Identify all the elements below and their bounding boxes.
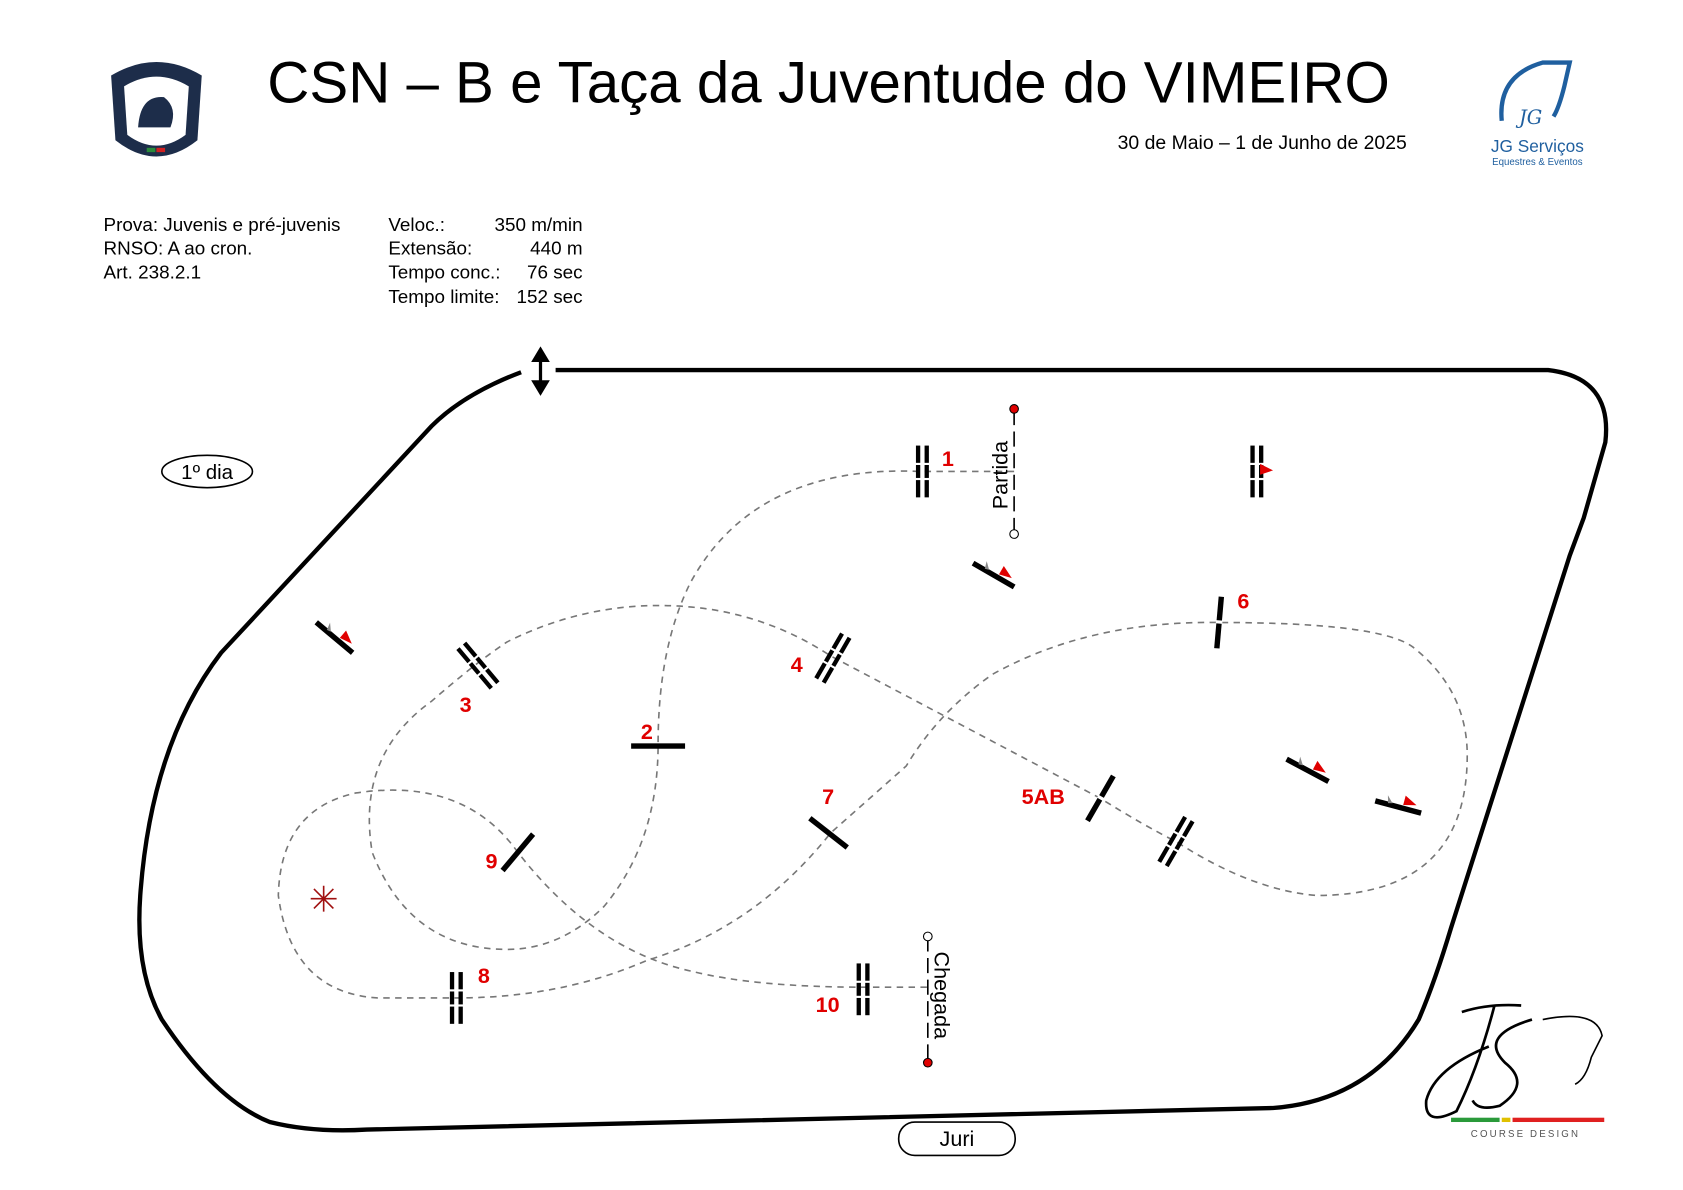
svg-text:76 sec: 76 sec — [527, 261, 583, 282]
page-title: CSN – B e Taça da Juventude do VIMEIRO — [267, 51, 1389, 116]
svg-text:Tempo limite:: Tempo limite: — [388, 286, 499, 307]
svg-text:Equestres & Eventos: Equestres & Eventos — [1492, 157, 1583, 168]
day-badge: 1º dia — [161, 454, 254, 489]
fep-logo — [111, 62, 202, 157]
start-line: Partida — [988, 404, 1019, 539]
svg-text:Veloc.:: Veloc.: — [388, 214, 445, 235]
course-designer-logo: COURSE DESIGN — [1424, 1003, 1605, 1140]
svg-text:Partida: Partida — [988, 441, 1013, 509]
jg-servicos-logo: JG JG Serviços Equestres & Eventos — [1491, 60, 1584, 168]
fence-7: 7 — [808, 784, 849, 850]
fence-3: 3 — [455, 640, 501, 717]
event-dates: 30 de Maio – 1 de Junho de 2025 — [1118, 132, 1407, 154]
svg-text:Tempo conc.:: Tempo conc.: — [388, 261, 500, 282]
svg-text:9: 9 — [485, 848, 497, 873]
svg-text:Art. 238.2.1: Art. 238.2.1 — [104, 261, 202, 282]
svg-text:440 m: 440 m — [530, 238, 582, 259]
arena-boundary — [137, 367, 1609, 1133]
fence-1: 1 — [914, 445, 954, 498]
svg-text:Prova: Juvenis e pré-juvenis: Prova: Juvenis e pré-juvenis — [104, 214, 341, 235]
svg-text:152 sec: 152 sec — [517, 286, 583, 307]
svg-text:Chegada: Chegada — [929, 952, 954, 1040]
obstacle-flag — [971, 551, 1021, 590]
fence-6: 6 — [1213, 588, 1249, 649]
svg-text:Extensão:: Extensão: — [388, 238, 472, 259]
svg-text:Juri: Juri — [940, 1126, 975, 1151]
entrance-arrow-icon — [531, 346, 550, 396]
svg-text:350 m/min: 350 m/min — [495, 214, 583, 235]
svg-text:3: 3 — [460, 692, 472, 717]
svg-text:4: 4 — [791, 652, 803, 677]
svg-text:6: 6 — [1237, 588, 1249, 613]
fence-4: 4 — [791, 631, 853, 685]
svg-text:5AB: 5AB — [1022, 784, 1065, 809]
fence-8: 8 — [448, 963, 490, 1024]
svg-text:1º dia: 1º dia — [181, 461, 234, 484]
svg-text:RNSO: A ao cron.: RNSO: A ao cron. — [104, 238, 253, 259]
svg-text:8: 8 — [478, 963, 490, 988]
fence-5ab: 5AB — [1022, 774, 1196, 868]
svg-text:1: 1 — [942, 446, 954, 471]
obstacle-flag — [1374, 788, 1425, 816]
finish-line: Chegada — [922, 931, 954, 1068]
fence-9: 9 — [485, 832, 536, 873]
fence-2: 2 — [631, 719, 686, 749]
svg-text:COURSE DESIGN: COURSE DESIGN — [1471, 1129, 1580, 1140]
jury-badge: Juri — [897, 1121, 1017, 1157]
obstacle-flag — [314, 612, 361, 655]
course-route — [277, 470, 1469, 999]
svg-text:7: 7 — [822, 784, 834, 809]
svg-text:JG Serviços: JG Serviços — [1491, 136, 1584, 156]
svg-text:2: 2 — [641, 719, 653, 744]
fence-10: 10 — [816, 963, 871, 1017]
svg-text:JG: JG — [1515, 106, 1542, 129]
obstacle-flag — [1285, 747, 1335, 784]
svg-text:10: 10 — [816, 992, 840, 1017]
compass-star-icon — [310, 885, 337, 912]
course-info: Prova: Juvenis e pré-juvenis RNSO: A ao … — [104, 214, 583, 307]
